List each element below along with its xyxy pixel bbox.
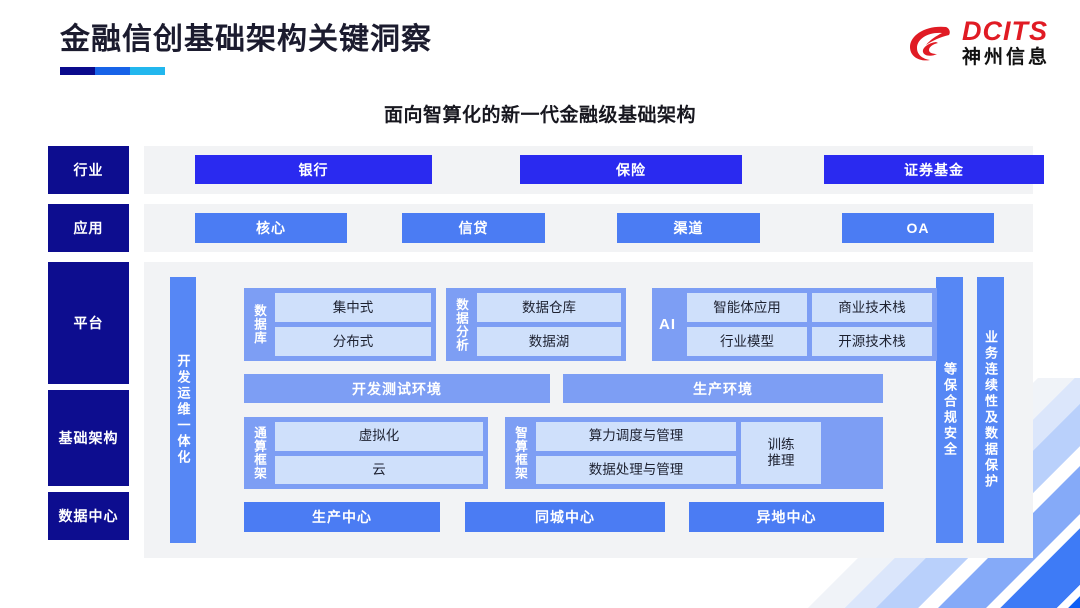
group-intelligent-compute[interactable]: 智算框架 算力调度与管理 数据处理与管理 训练 推理 [505,417,883,489]
group-ai[interactable]: AI 智能体应用 商业技术栈 行业模型 开源技术栈 [652,288,937,361]
dcits-swirl-icon [906,19,954,67]
cell-data-processing[interactable]: 数据处理与管理 [536,455,736,484]
group-general-compute[interactable]: 通算框架 虚拟化 云 [244,417,488,489]
cell-agent-application[interactable]: 智能体应用 [687,293,807,322]
cell-opensource-stack[interactable]: 开源技术栈 [812,327,932,356]
industry-panel: 银行 保险 证券基金 [144,146,1044,194]
cell-commercial-stack[interactable]: 商业技术栈 [812,293,932,322]
devops-vertical-bar[interactable]: 开发运维一体化 [170,277,196,543]
group-general-compute-title: 通算框架 [252,426,266,480]
group-database-title: 数据库 [252,304,266,345]
sidebar-item-platform[interactable]: 平台 [48,262,129,384]
cell-compute-scheduling[interactable]: 算力调度与管理 [536,422,736,451]
industry-item-securities[interactable]: 证券基金 [824,155,1044,184]
underline-segment-3 [130,67,165,75]
platform-infra-panel: 开发运维一体化 等保合规安全 业务连续性及数据保护 数据库 集中式 分布式 数据… [144,262,1033,558]
env-dev-test[interactable]: 开发测试环境 [244,374,550,403]
sidebar-item-application[interactable]: 应用 [48,204,129,252]
continuity-vertical-bar[interactable]: 业务连续性及数据保护 [977,277,1004,543]
group-data-analysis[interactable]: 数据分析 数据仓库 数据湖 [446,288,626,361]
header: 金融信创基础架构关键洞察 [60,18,432,75]
brand-logo: DCITS 神州信息 [906,18,1050,67]
application-item-oa[interactable]: OA [842,213,994,243]
subtitle: 面向智算化的新一代金融级基础架构 [383,105,696,126]
title-underline [60,67,165,75]
cell-cloud[interactable]: 云 [275,455,483,484]
cell-data-warehouse[interactable]: 数据仓库 [477,293,621,322]
underline-segment-1 [60,67,95,75]
compliance-vertical-bar[interactable]: 等保合规安全 [936,277,963,543]
cell-centralized[interactable]: 集中式 [275,293,431,322]
group-data-analysis-title: 数据分析 [454,297,468,352]
group-ai-title: AI [659,316,676,333]
underline-segment-2 [95,67,130,75]
env-production[interactable]: 生产环境 [563,374,883,403]
application-item-credit[interactable]: 信贷 [402,213,545,243]
page-title: 金融信创基础架构关键洞察 [60,23,432,56]
group-database[interactable]: 数据库 集中式 分布式 [244,288,436,361]
sidebar-item-datacenter[interactable]: 数据中心 [48,492,129,540]
application-panel: 核心 信贷 渠道 OA [144,204,1033,252]
group-intelligent-compute-title: 智算框架 [513,426,527,480]
datacenter-item-metro[interactable]: 同城中心 [465,502,665,532]
cell-distributed[interactable]: 分布式 [275,327,431,356]
cell-virtualization[interactable]: 虚拟化 [275,422,483,451]
datacenter-item-remote[interactable]: 异地中心 [689,502,884,532]
sidebar-item-industry[interactable]: 行业 [48,146,129,194]
application-item-core[interactable]: 核心 [195,213,347,243]
logo-text-en: DCITS [961,16,1048,46]
application-item-channel[interactable]: 渠道 [617,213,760,243]
cell-industry-model[interactable]: 行业模型 [687,327,807,356]
sidebar-item-infra[interactable]: 基础架构 [48,390,129,486]
logo-text-cn: 神州信息 [961,47,1050,68]
cell-data-lake[interactable]: 数据湖 [477,327,621,356]
industry-item-bank[interactable]: 银行 [195,155,432,184]
industry-item-insurance[interactable]: 保险 [520,155,742,184]
cell-train-inference[interactable]: 训练 推理 [741,422,821,484]
datacenter-item-production[interactable]: 生产中心 [244,502,440,532]
architecture-diagram: 行业 应用 平台 基础架构 数据中心 银行 保险 证券基金 核心 信贷 渠道 O… [48,142,1044,566]
